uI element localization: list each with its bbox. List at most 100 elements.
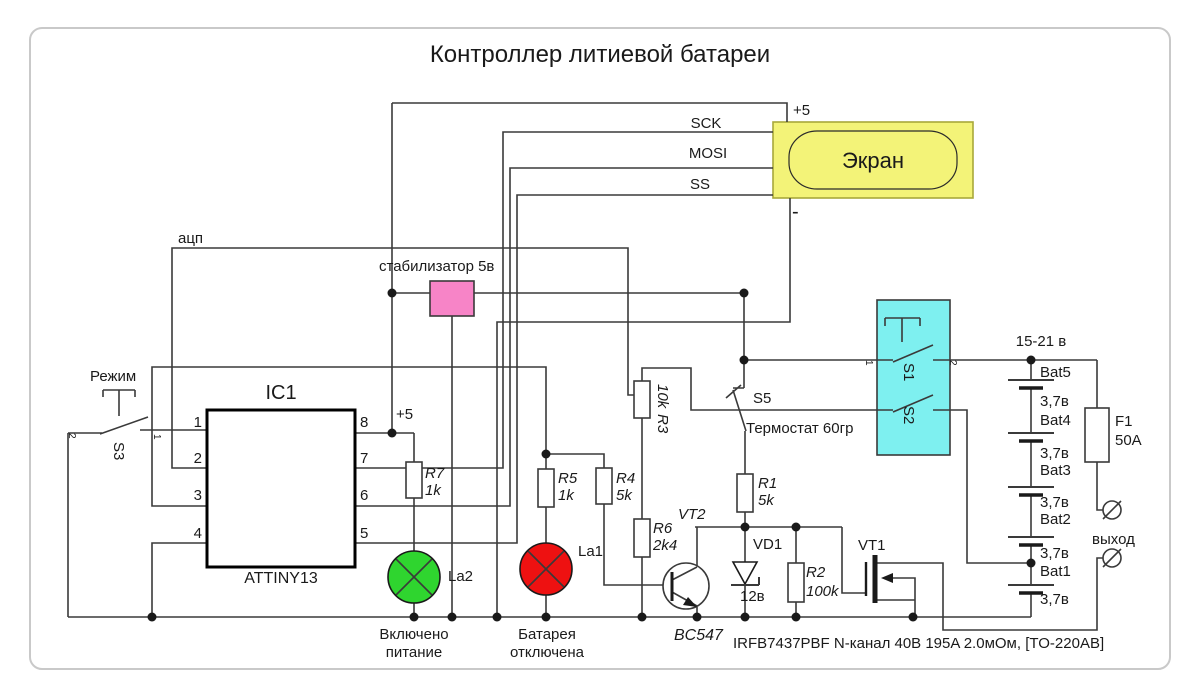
r5-ref: R5	[558, 470, 578, 487]
screen-box	[772, 121, 974, 199]
r2-ref: R2	[806, 564, 826, 581]
s3-contact1-label: 1	[151, 434, 162, 440]
resistor-r5	[537, 468, 555, 508]
vd1-val: 12в	[740, 588, 765, 605]
screen-module	[772, 121, 974, 199]
pin-3: 3	[194, 487, 202, 504]
pin-2: 2	[194, 450, 202, 467]
transistor-vt1	[864, 555, 893, 603]
resistor-r7	[405, 461, 423, 499]
sck-label: SCK	[691, 115, 722, 132]
ic1-ref: IC1	[265, 382, 296, 404]
lamp-la2	[387, 550, 441, 604]
r6-val: 2k4	[652, 537, 677, 554]
transistor-vt2	[662, 562, 710, 610]
vt2-ref: VT2	[678, 506, 706, 523]
output-label: выход	[1092, 531, 1135, 548]
cell-v-5: 3,7в	[1040, 591, 1069, 608]
r6-ref: R6	[653, 520, 673, 537]
switch-s3-label: S3	[110, 442, 127, 460]
resistor-r3	[633, 380, 651, 419]
thermostat-label: Термостат 60гр	[746, 420, 853, 437]
r4-ref: R4	[616, 470, 635, 487]
ic1-chip	[205, 408, 357, 569]
switch-s1-label: S1	[900, 363, 917, 381]
lamp-la1	[519, 542, 573, 596]
mosi-label: MOSI	[689, 145, 727, 162]
battery-stack	[1008, 379, 1054, 595]
r3-val: 10k	[654, 384, 671, 410]
vt1-ref: VT1	[858, 537, 886, 554]
la1-ref: La1	[578, 543, 603, 560]
output-terminal-plus	[1102, 500, 1122, 520]
junction-dots	[147, 288, 1036, 622]
page-frame	[29, 27, 1171, 670]
bat3-label: Bat3	[1040, 462, 1071, 479]
cell-v-2: 3,7в	[1040, 445, 1069, 462]
r1-ref: R1	[758, 475, 777, 492]
pack-voltage-label: 15-21 в	[1016, 333, 1067, 350]
emitter-arrow-icon	[683, 597, 697, 607]
resistor-r2	[787, 562, 805, 603]
page-title: Контроллер литиевой батареи	[430, 41, 770, 68]
pin-4: 4	[194, 525, 202, 542]
regulator-label: стабилизатор 5в	[379, 258, 494, 275]
plus5-label: +5	[396, 406, 413, 423]
battery-short-plates	[1019, 386, 1043, 595]
bat4-label: Bat4	[1040, 412, 1071, 429]
resistor-r4	[595, 467, 613, 505]
la2-ref: La2	[448, 568, 473, 585]
screen-bezel	[788, 130, 958, 190]
pin-6: 6	[360, 487, 368, 504]
screen-name: Экран	[842, 148, 904, 173]
r1-val: 5k	[758, 492, 775, 509]
contactor-box	[876, 299, 951, 456]
s3-contact2-label: 2	[66, 433, 77, 439]
zener-vd1	[731, 561, 760, 586]
vt1-note: IRFB7437PBF N-канал 40В 195A 2.0мОм, [TO…	[733, 635, 1104, 652]
la1-caption-1: Батарея	[518, 626, 576, 643]
resistor-r6	[633, 518, 651, 558]
ss-label: SS	[690, 176, 710, 193]
mode-label: Режим	[90, 368, 136, 385]
f1-ref: F1	[1115, 413, 1133, 430]
f1-val: 50A	[1115, 432, 1142, 449]
r3-ref: R3	[654, 414, 671, 434]
pin-7: 7	[360, 450, 368, 467]
bat5-label: Bat5	[1040, 364, 1071, 381]
battery-long-plates	[1008, 379, 1054, 586]
output-terminal-minus	[1102, 548, 1122, 568]
r4-val: 5k	[616, 487, 633, 504]
r2-val: 100k	[806, 583, 840, 600]
cell-v-1: 3,7в	[1040, 393, 1069, 410]
s1-contact2-label: 2	[947, 360, 958, 366]
r5-val: 1k	[558, 487, 575, 504]
bat1-label: Bat1	[1040, 563, 1071, 580]
pin-8: 8	[360, 414, 368, 431]
la1-caption-2: отключена	[510, 644, 585, 661]
adc-label: ацп	[178, 230, 203, 247]
screen-minus-label: -	[792, 201, 799, 223]
la2-caption-1: Включено	[379, 626, 448, 643]
s1-contact1-label: 1	[863, 360, 874, 366]
bat2-label: Bat2	[1040, 511, 1071, 528]
circuit-wires	[67, 102, 1104, 631]
la2-caption-2: питание	[386, 644, 443, 661]
resistor-r1	[736, 473, 754, 513]
switch-s5-label: S5	[753, 390, 771, 407]
ic1-part: ATTINY13	[244, 570, 318, 587]
cell-v-3: 3,7в	[1040, 494, 1069, 511]
vt2-part: BC547	[674, 627, 724, 644]
mosfet-arrow-icon	[881, 573, 893, 583]
fuse-f1	[1084, 407, 1110, 463]
pin-1: 1	[194, 414, 202, 431]
screen-plus-label: +5	[793, 102, 810, 119]
switch-s2-label: S2	[900, 406, 917, 424]
r7-val: 1k	[425, 482, 442, 499]
r7-ref: R7	[425, 465, 445, 482]
vd1-ref: VD1	[753, 536, 782, 553]
cell-v-4: 3,7в	[1040, 545, 1069, 562]
voltage-regulator-box	[429, 280, 475, 317]
